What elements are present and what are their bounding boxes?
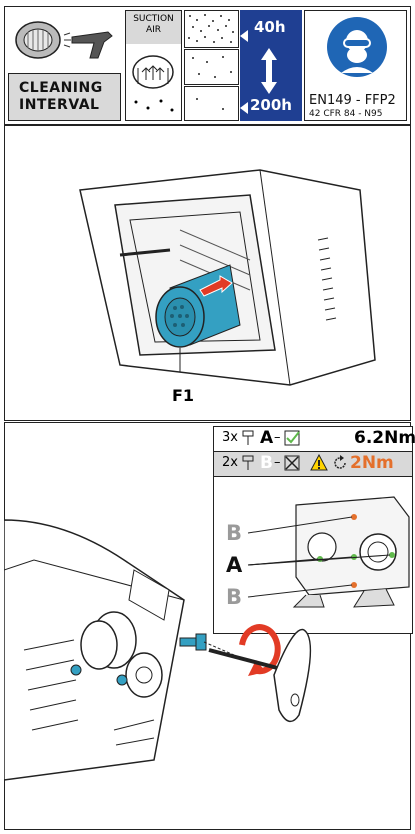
screw-label-b: B [260, 453, 273, 473]
torque-rotation-icon [334, 455, 346, 469]
callout-b-top: B [226, 521, 243, 545]
filter-blow-icon [8, 10, 121, 70]
callout-a: A [226, 553, 243, 577]
dust-high-box [184, 10, 239, 48]
torque-spec-box: 3x A – 6.2Nm 2x B – 2Nm B A B [213, 426, 415, 634]
machine-open-illustration [79, 169, 376, 386]
key-tool-icon [208, 628, 312, 723]
cleaning-interval-label: CLEANING INTERVAL [8, 73, 121, 121]
respirator-mask-icon [327, 17, 387, 77]
dust-medium-pattern [192, 56, 232, 78]
dust-dense-pattern [188, 14, 234, 43]
callout-b-bottom: B [226, 585, 243, 609]
dust-sparse-pattern [196, 98, 224, 110]
filter-label: F1 [172, 386, 195, 405]
rotation-arrow-icon [239, 624, 281, 676]
panel-filter-removal [4, 125, 411, 421]
filter-icon [15, 21, 61, 59]
torque-row-b: 2x B – 2Nm [214, 452, 412, 477]
hours-max: 200h [250, 96, 292, 114]
cross-box-icon [284, 455, 300, 471]
standard-main: EN149 - FFP2 [309, 93, 396, 108]
warning-icon [310, 454, 328, 471]
hours-arrows [240, 30, 277, 114]
double-arrow-icon [261, 48, 277, 94]
check-box-icon [284, 430, 300, 446]
air-spray [63, 32, 71, 48]
cleaning-hours-panel: 40h 200h [240, 10, 302, 121]
blow-gun-icon [71, 31, 113, 59]
respirator-box: EN149 - FFP2 42 CFR 84 - N95 [304, 10, 407, 121]
torque-row-a: 3x A – 6.2Nm [214, 427, 415, 452]
motor-mount-diagram [247, 496, 410, 608]
standard-sub: 42 CFR 84 - N95 [309, 109, 383, 119]
screw-icon [242, 430, 254, 445]
screw-icon [179, 633, 207, 651]
hours-min: 40h [254, 18, 286, 36]
screw-fastening-illustration [4, 519, 312, 781]
header-strip [4, 6, 411, 125]
screw-count-a: 3x [222, 430, 238, 445]
screw-icon [242, 455, 254, 470]
dust-medium-box [184, 49, 239, 85]
torque-b: 2Nm [350, 453, 394, 473]
pull-arrow-icon [199, 275, 233, 297]
torque-a: 6.2Nm [354, 428, 415, 448]
dust-low-box [184, 86, 239, 121]
screw-count-b: 2x [222, 455, 238, 470]
suction-flow-icon [132, 55, 174, 112]
screw-label-a: A [260, 428, 274, 448]
